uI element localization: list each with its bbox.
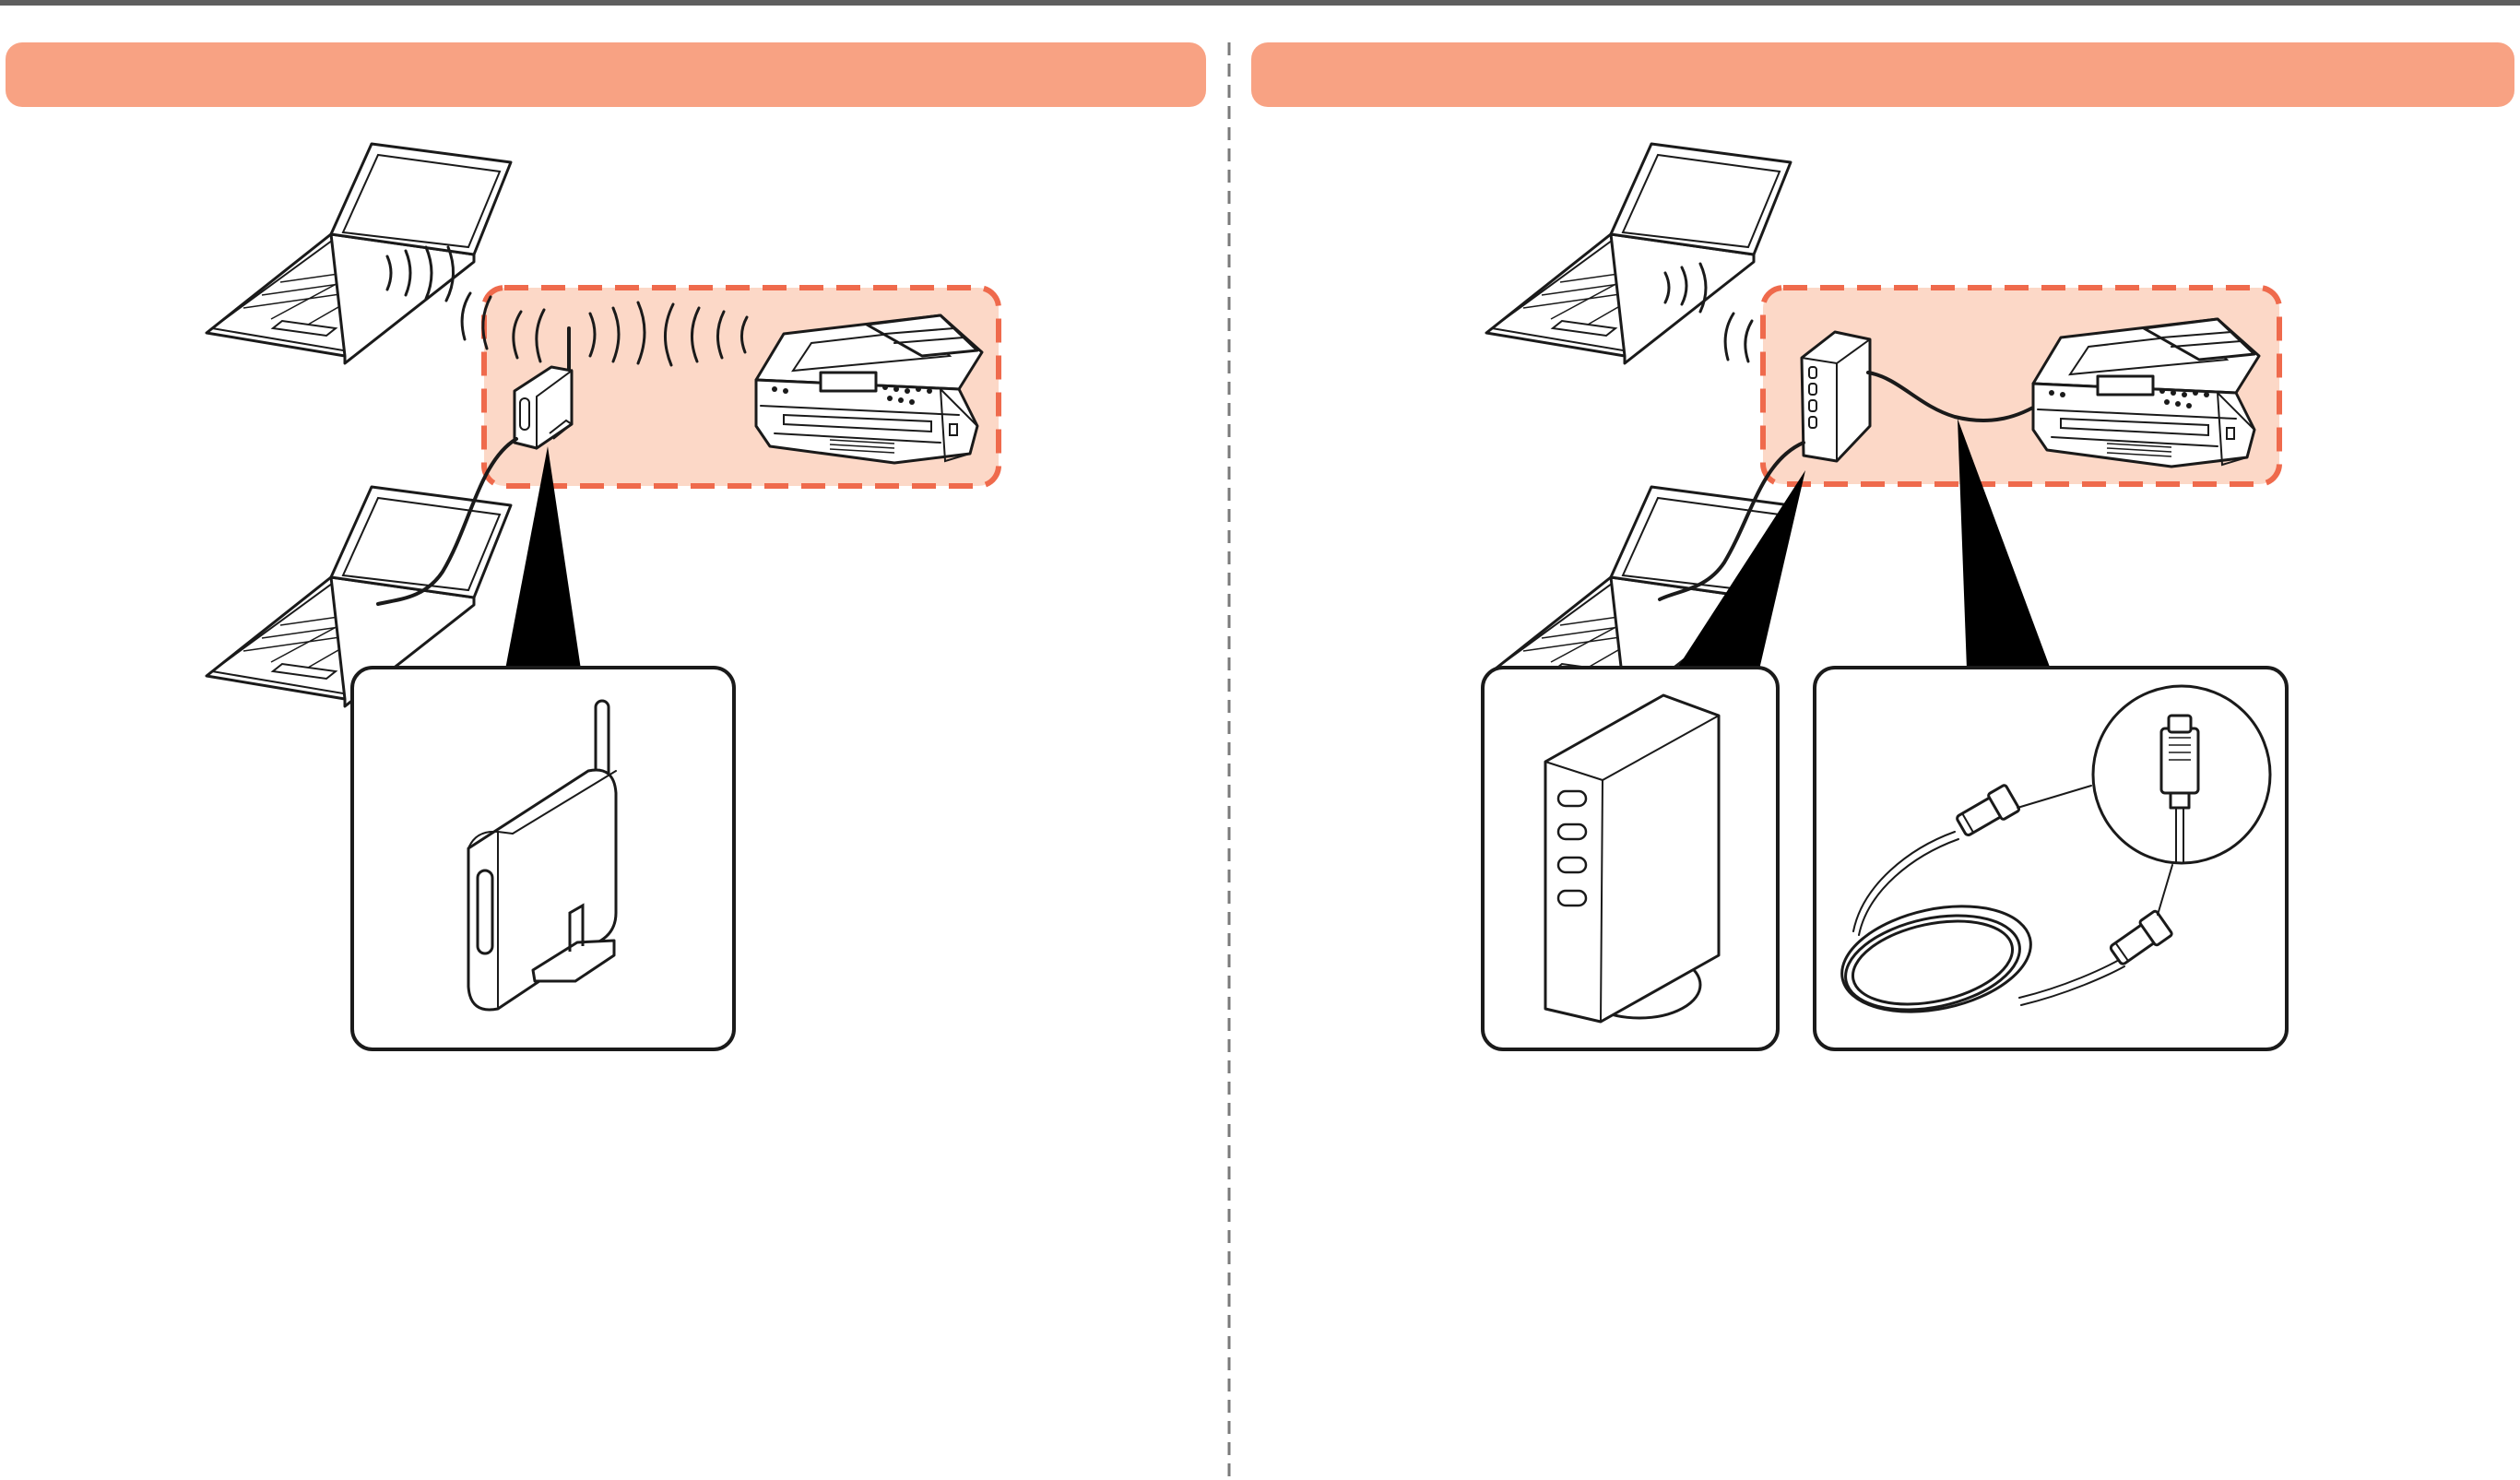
- printer-icon: [754, 314, 984, 465]
- cable-zoom-callout: [1958, 419, 2051, 669]
- wireless-signal-icon: [385, 245, 492, 350]
- left-panel: [205, 142, 1001, 1051]
- wireless-router-icon: [513, 326, 574, 450]
- laptop-wireless-icon: [1485, 142, 1792, 365]
- router-closeup-icon: [1544, 693, 1721, 1024]
- right-panel: [1481, 142, 2289, 1051]
- wireless-signal-icon: [1663, 262, 1754, 363]
- left-header-band: [6, 42, 1206, 107]
- wireless-router-closeup-icon: [467, 699, 618, 1012]
- router-to-printer-cable: [1866, 371, 2044, 423]
- printer-icon: [2031, 317, 2261, 468]
- laptop-wireless-icon: [205, 142, 513, 365]
- router-to-laptop-cable: [1658, 441, 1805, 601]
- router-icon: [1800, 330, 1872, 463]
- rj45-plug-magnified-icon: [2159, 714, 2200, 864]
- wireless-signal-icon: [512, 301, 749, 367]
- ethernet-cable-closeup-icon: [1840, 684, 2272, 1013]
- top-rule: [0, 0, 2520, 6]
- router-to-laptop-cable: [376, 437, 518, 606]
- left-zoom-callout: [505, 446, 581, 669]
- router-zoom-callout: [1676, 470, 1805, 669]
- right-header-band: [1251, 42, 2514, 107]
